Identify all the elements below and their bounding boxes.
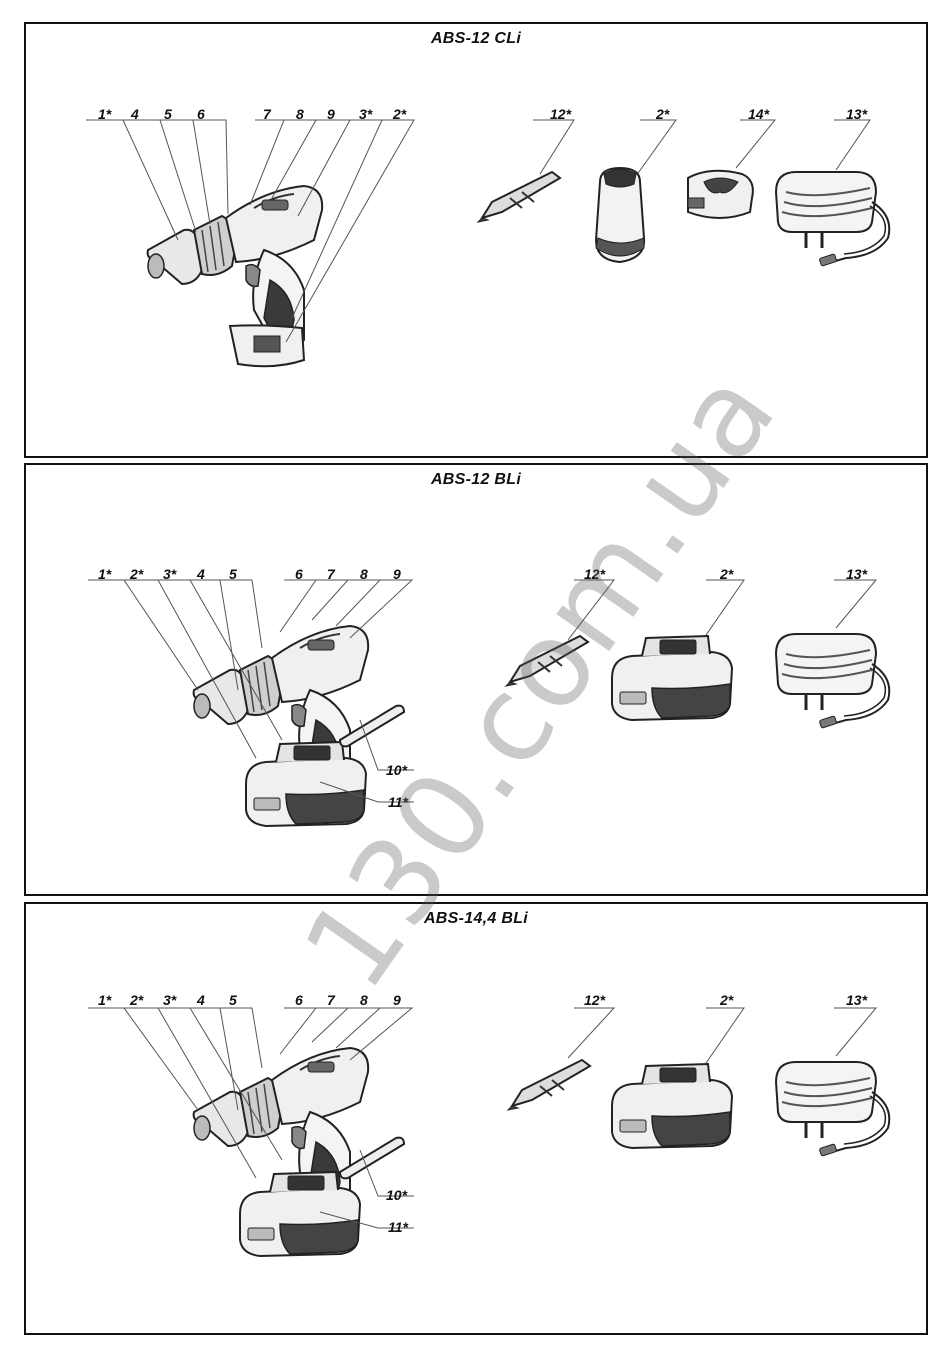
callout-13: 13* [846, 993, 867, 1007]
charger-base-illustration [688, 171, 753, 218]
callout-1: 1* [98, 107, 111, 121]
callout-13: 13* [846, 107, 867, 121]
bit-illustration [508, 1060, 590, 1110]
callout-2: 2* [130, 993, 143, 1007]
callout-3: 3* [359, 107, 372, 121]
drill-illustration [148, 186, 323, 366]
callout-5: 5 [229, 993, 237, 1007]
callout-7: 7 [263, 107, 271, 121]
charger-illustration [776, 172, 889, 266]
callout-1: 1* [98, 993, 111, 1007]
callout-3: 3* [163, 993, 176, 1007]
callout-8: 8 [296, 107, 304, 121]
bit-illustration [478, 172, 560, 222]
callout-9: 9 [327, 107, 335, 121]
callout-6: 6 [295, 993, 303, 1007]
callout-2: 2* [720, 993, 733, 1007]
callout-8: 8 [360, 567, 368, 581]
charger-illustration [776, 634, 889, 728]
callout-2: 2* [130, 567, 143, 581]
callout-12: 12* [550, 107, 571, 121]
callout-5: 5 [164, 107, 172, 121]
callout-10: 10* [386, 1188, 407, 1202]
callout-4: 4 [197, 993, 205, 1007]
charger-illustration [776, 1062, 889, 1156]
callout-2: 2* [656, 107, 669, 121]
callout-13: 13* [846, 567, 867, 581]
callout-2: 2* [393, 107, 406, 121]
callout-2: 2* [720, 567, 733, 581]
callout-6: 6 [197, 107, 205, 121]
callout-1: 1* [98, 567, 111, 581]
callout-9: 9 [393, 567, 401, 581]
callout-7: 7 [327, 993, 335, 1007]
battery-illustration [596, 168, 644, 262]
battery-illustration [612, 1064, 732, 1148]
callout-6: 6 [295, 567, 303, 581]
callout-4: 4 [197, 567, 205, 581]
callout-5: 5 [229, 567, 237, 581]
callout-4: 4 [131, 107, 139, 121]
callout-7: 7 [327, 567, 335, 581]
drill-illustration [194, 1048, 369, 1256]
drill-illustration [194, 626, 369, 826]
callout-12: 12* [584, 993, 605, 1007]
callout-14: 14* [748, 107, 769, 121]
callout-3: 3* [163, 567, 176, 581]
callout-11: 11* [388, 1220, 408, 1234]
